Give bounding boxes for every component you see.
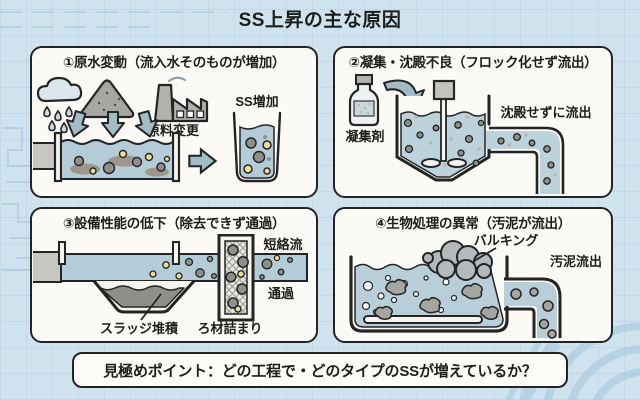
panel4-heading: ④生物処理の異常（汚泥が流出） <box>375 216 571 231</box>
key-point-banner: 見極めポイント：どの工程で・どのタイプのSSが増えているか？ <box>72 352 568 388</box>
bulking-label: バルキング <box>473 234 538 248</box>
bulking-pointer-line <box>473 247 496 262</box>
sludge-pointer-line <box>139 293 162 321</box>
pass-through-label: 通過 <box>267 286 294 301</box>
outflow-pipe-icon <box>485 126 564 194</box>
aeration-tank-icon <box>348 240 509 333</box>
panel2-heading: ②凝集・沈殿不良（フロック化せず流出） <box>348 55 598 70</box>
panel-equipment-degradation: ③設備性能の低下（除去できず通過） <box>30 207 318 343</box>
panel2-illustration: 凝集剤 沈殿せずに流出 <box>345 74 591 194</box>
filter-column-icon <box>217 234 254 322</box>
panel-coagulation-failure: ②凝集・沈殿不良（フロック化せず流出） 凝集剤 <box>333 46 613 198</box>
result-arrow-icon <box>187 148 217 174</box>
sludge-outflow-pipe-icon <box>503 277 561 339</box>
bulking-cloud-icon <box>421 240 493 281</box>
panel1-illustration: 原料変更 SS増加 <box>32 76 281 183</box>
sludge-basin-icon <box>92 280 195 314</box>
mixing-tank-icon <box>395 79 490 182</box>
panel-raw-water-variation: ①原水変動（流入水そのものが増加） <box>30 46 318 198</box>
inflow-channel-icon <box>32 131 180 183</box>
particles-before-filter <box>148 261 183 280</box>
gray-particles-before-filter <box>184 255 217 280</box>
yellow-particle-after-filter <box>273 254 280 262</box>
particles-after-filter <box>258 256 293 280</box>
media-clogging-label: ろ材詰まり <box>197 321 262 336</box>
coagulant-label: 凝集剤 <box>345 129 384 144</box>
panel4-illustration: バルキング 汚泥流出 <box>348 234 602 339</box>
sludge-buildup-label: スラッジ堆積 <box>99 321 178 336</box>
coagulant-bottle-icon <box>348 74 379 127</box>
factory-icon <box>153 76 208 123</box>
material-change-label: 原料変更 <box>146 123 199 138</box>
panel3-heading: ③設備性能の低下（除去できず通過） <box>62 216 286 231</box>
beaker-icon <box>232 111 281 183</box>
overflow-label: 沈殿せずに流出 <box>500 105 591 120</box>
ss-increase-label: SS増加 <box>235 94 278 109</box>
sludge-flocs <box>373 278 499 320</box>
panel3-illustration: 短絡流 通過 スラッジ堆積 ろ材詰まり <box>32 234 308 336</box>
raw-material-pile-icon <box>79 79 134 119</box>
panel-biological-abnormality: ④生物処理の異常（汚泥が流出） <box>333 207 613 343</box>
sludge-outflow-label: 汚泥流出 <box>549 254 601 269</box>
short-circuit-label: 短絡流 <box>263 237 302 252</box>
page-title: SS上昇の主な原因 <box>238 10 402 31</box>
panel1-heading: ①原水変動（流入水そのものが増加） <box>62 55 286 70</box>
